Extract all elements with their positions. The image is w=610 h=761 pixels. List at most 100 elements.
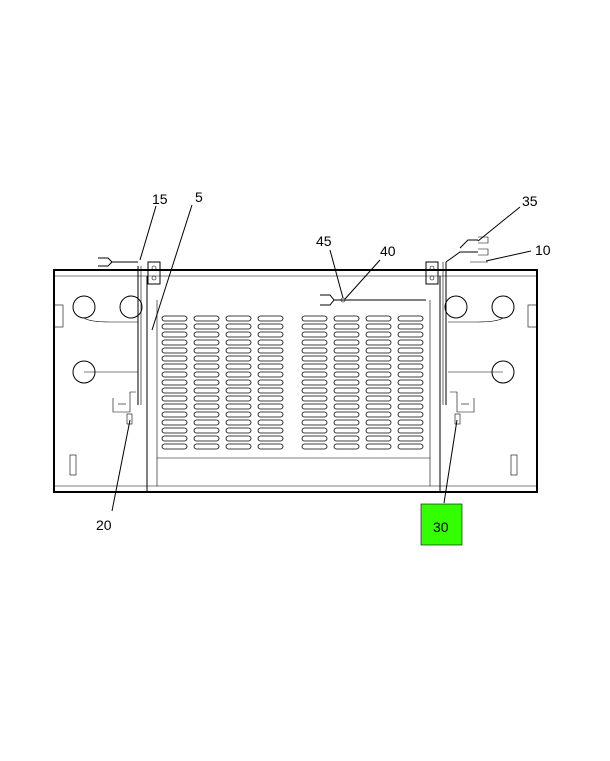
callout-15: 15 — [152, 191, 168, 207]
louver-slot — [365, 395, 392, 402]
louver-slot — [333, 323, 360, 330]
louver-slot — [161, 355, 188, 362]
louver-slot — [397, 371, 424, 378]
louver-slot — [365, 411, 392, 418]
louver-slot — [225, 371, 252, 378]
louver-slot — [397, 331, 424, 338]
louver-slot — [225, 411, 252, 418]
louver-slot — [193, 315, 220, 322]
louver-slot — [161, 403, 188, 410]
panel — [53, 269, 538, 493]
louver-slot — [301, 395, 328, 402]
louver-slot — [365, 323, 392, 330]
louver-slot — [161, 443, 188, 450]
louver-slot — [257, 387, 284, 394]
louver-slot — [301, 411, 328, 418]
louver-slot — [365, 331, 392, 338]
louver-slot — [301, 435, 328, 442]
louver-slot — [161, 331, 188, 338]
louver-slot — [257, 323, 284, 330]
louver-slot — [333, 403, 360, 410]
louver-slot — [225, 403, 252, 410]
louver-slot — [257, 435, 284, 442]
louver-slot — [161, 323, 188, 330]
louver-slot — [161, 419, 188, 426]
louver-slot — [301, 427, 328, 434]
louver-slot — [397, 363, 424, 370]
louver-slot — [257, 339, 284, 346]
louver-slot — [397, 411, 424, 418]
louver-slot — [397, 355, 424, 362]
louver-slot — [365, 443, 392, 450]
louver-slot — [365, 355, 392, 362]
louver-slot — [225, 387, 252, 394]
louver-slot — [193, 371, 220, 378]
louver-slot — [225, 315, 252, 322]
louver-slot — [161, 427, 188, 434]
callout-35: 35 — [522, 193, 538, 209]
louver-slot — [161, 347, 188, 354]
louver-slot — [333, 363, 360, 370]
louver-slot — [333, 435, 360, 442]
louver-slot — [365, 419, 392, 426]
louver-slot — [257, 395, 284, 402]
louver-slot — [365, 379, 392, 386]
louver-slot — [193, 355, 220, 362]
louver-slot — [193, 427, 220, 434]
louver-slot — [257, 371, 284, 378]
louver-slot — [365, 371, 392, 378]
louver-slot — [257, 355, 284, 362]
louver-slot — [193, 323, 220, 330]
louver-slot — [193, 331, 220, 338]
callout-5: 5 — [195, 189, 203, 205]
louver-slot — [225, 347, 252, 354]
right-components — [425, 236, 515, 425]
louver-slot — [193, 395, 220, 402]
louver-slot — [301, 403, 328, 410]
louver-slot — [365, 403, 392, 410]
louver-slot — [333, 355, 360, 362]
louver-slot — [257, 403, 284, 410]
louver-slot — [161, 387, 188, 394]
louver-slot — [257, 331, 284, 338]
louver-slot — [225, 331, 252, 338]
louver-slot — [397, 403, 424, 410]
louver-slot — [397, 315, 424, 322]
louver-slot — [333, 339, 360, 346]
left-components — [72, 257, 161, 425]
louver-slot — [365, 435, 392, 442]
louver-slot — [193, 443, 220, 450]
louver-slot — [333, 315, 360, 322]
louver-slot — [333, 387, 360, 394]
louver-slot — [301, 355, 328, 362]
louver-slot — [397, 379, 424, 386]
callout-45: 45 — [316, 233, 332, 249]
louver-slot — [397, 435, 424, 442]
louver-slot — [301, 371, 328, 378]
louver-slot — [397, 387, 424, 394]
louver-grid — [161, 315, 424, 450]
louver-slot — [225, 363, 252, 370]
louver-slot — [193, 363, 220, 370]
louver-slot — [301, 387, 328, 394]
louver-slot — [397, 427, 424, 434]
louver-slot — [193, 387, 220, 394]
louver-slot — [301, 339, 328, 346]
louver-slot — [225, 443, 252, 450]
louver-slot — [397, 395, 424, 402]
louver-slot — [161, 395, 188, 402]
louver-slot — [193, 403, 220, 410]
callout-30: 30 — [433, 519, 449, 535]
callout-20: 20 — [96, 517, 112, 533]
louver-slot — [397, 347, 424, 354]
louver-slot — [257, 419, 284, 426]
louver-slot — [333, 411, 360, 418]
louver-slot — [161, 363, 188, 370]
louver-slot — [257, 379, 284, 386]
louver-slot — [397, 339, 424, 346]
louver-slot — [397, 419, 424, 426]
louver-slot — [257, 411, 284, 418]
louver-slot — [193, 339, 220, 346]
louver-slot — [161, 411, 188, 418]
